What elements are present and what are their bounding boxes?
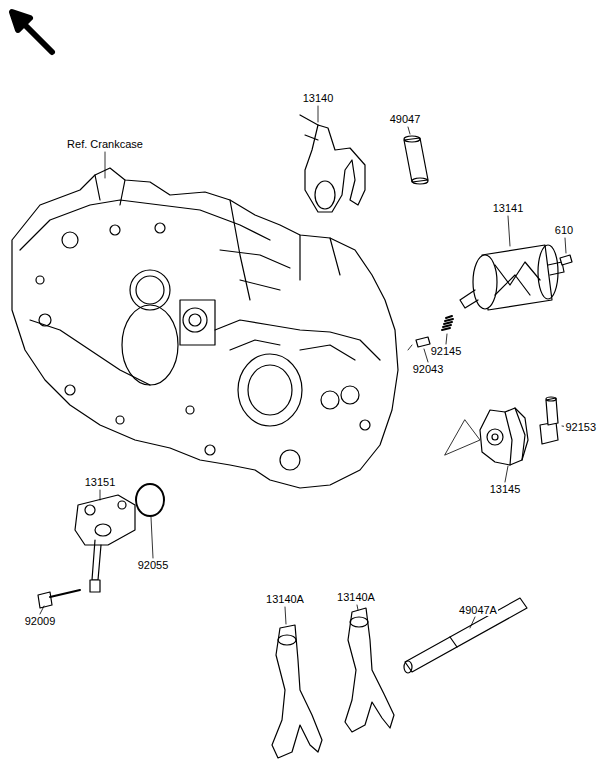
leader-line bbox=[100, 490, 101, 500]
part-number: 49047 bbox=[389, 113, 422, 125]
spring bbox=[442, 316, 453, 330]
leader-line bbox=[565, 238, 566, 253]
leader-line bbox=[505, 466, 508, 482]
leader-line bbox=[40, 606, 44, 614]
leader-line bbox=[470, 617, 475, 628]
leader-line bbox=[285, 607, 286, 624]
shift-drum bbox=[460, 245, 564, 310]
part-number: 92009 bbox=[24, 615, 57, 627]
pin bbox=[416, 337, 430, 347]
shift-drum-cam bbox=[445, 408, 528, 465]
crankcase bbox=[12, 168, 398, 488]
leader-line bbox=[508, 216, 510, 246]
part-number: 13141 bbox=[492, 202, 525, 214]
part-number: 92145 bbox=[430, 345, 463, 357]
pin bbox=[560, 255, 572, 265]
leader-line bbox=[151, 517, 153, 558]
shift-fork bbox=[345, 608, 394, 732]
part-number: 13145 bbox=[489, 483, 522, 495]
leader-line bbox=[318, 106, 319, 122]
o-ring bbox=[136, 484, 164, 516]
part-number: 13140A bbox=[265, 593, 305, 605]
fork-shaft bbox=[404, 598, 527, 673]
neutral-switch bbox=[75, 495, 135, 592]
leader-line bbox=[446, 334, 447, 344]
leader-line bbox=[105, 152, 106, 178]
bolt bbox=[540, 397, 558, 444]
shift-fork bbox=[272, 625, 322, 758]
part-number: 13151 bbox=[84, 476, 117, 488]
part-number: 92153 bbox=[564, 421, 597, 433]
part-number: 13140 bbox=[302, 92, 335, 104]
leader-line bbox=[357, 605, 358, 610]
part-number: 610 bbox=[554, 224, 574, 236]
part-number: 13140A bbox=[336, 591, 376, 603]
direction-arrow bbox=[12, 12, 52, 52]
shift-fork bbox=[300, 115, 365, 212]
part-number: 92043 bbox=[412, 363, 445, 375]
bolt bbox=[38, 590, 80, 608]
shift-rod bbox=[404, 136, 428, 184]
reference-label: Ref. Crankcase bbox=[66, 138, 144, 150]
leader-line bbox=[408, 345, 428, 362]
leader-line bbox=[408, 127, 410, 134]
part-number: 49047A bbox=[458, 604, 498, 616]
part-number: 92055 bbox=[137, 559, 170, 571]
